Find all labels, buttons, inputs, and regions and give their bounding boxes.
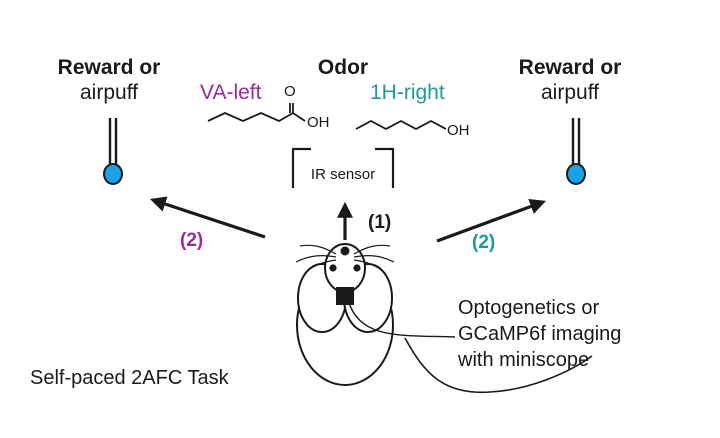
right-choice-arrow bbox=[436, 198, 547, 243]
right-port-title: Reward or bbox=[518, 56, 622, 79]
odor-right-label: 1H-right bbox=[370, 81, 445, 104]
right-port-subtitle: airpuff bbox=[541, 81, 599, 104]
valeric-acid-structure bbox=[207, 103, 306, 123]
odor-left-label: VA-left bbox=[200, 81, 262, 104]
left-port-title: Reward or bbox=[57, 56, 161, 79]
odor-title: Odor bbox=[317, 56, 369, 79]
odor-left-group-oh: OH bbox=[307, 114, 330, 131]
mouse-illustration bbox=[295, 243, 593, 394]
imaging-label-line-2: GCaMP6f imaging bbox=[458, 323, 622, 345]
right-reward-port bbox=[566, 118, 586, 185]
ir-sensor-label: IR sensor bbox=[310, 166, 376, 183]
hexanol-structure bbox=[355, 119, 447, 131]
imaging-label-line-3: with miniscope bbox=[458, 349, 590, 371]
odor-left-atom-o: O bbox=[284, 83, 296, 100]
right-step-label: (2) bbox=[472, 232, 496, 253]
left-port-subtitle: airpuff bbox=[80, 81, 138, 104]
task-label: Self-paced 2AFC Task bbox=[30, 367, 229, 389]
ir-sensor-bracket bbox=[291, 147, 395, 188]
left-step-label: (2) bbox=[180, 230, 204, 251]
odor-right-group-oh: OH bbox=[447, 122, 470, 139]
imaging-label-line-1: Optogenetics or bbox=[458, 297, 600, 319]
left-choice-arrow bbox=[149, 196, 266, 239]
sensor-step-label: (1) bbox=[368, 212, 392, 233]
left-reward-port bbox=[103, 118, 123, 185]
